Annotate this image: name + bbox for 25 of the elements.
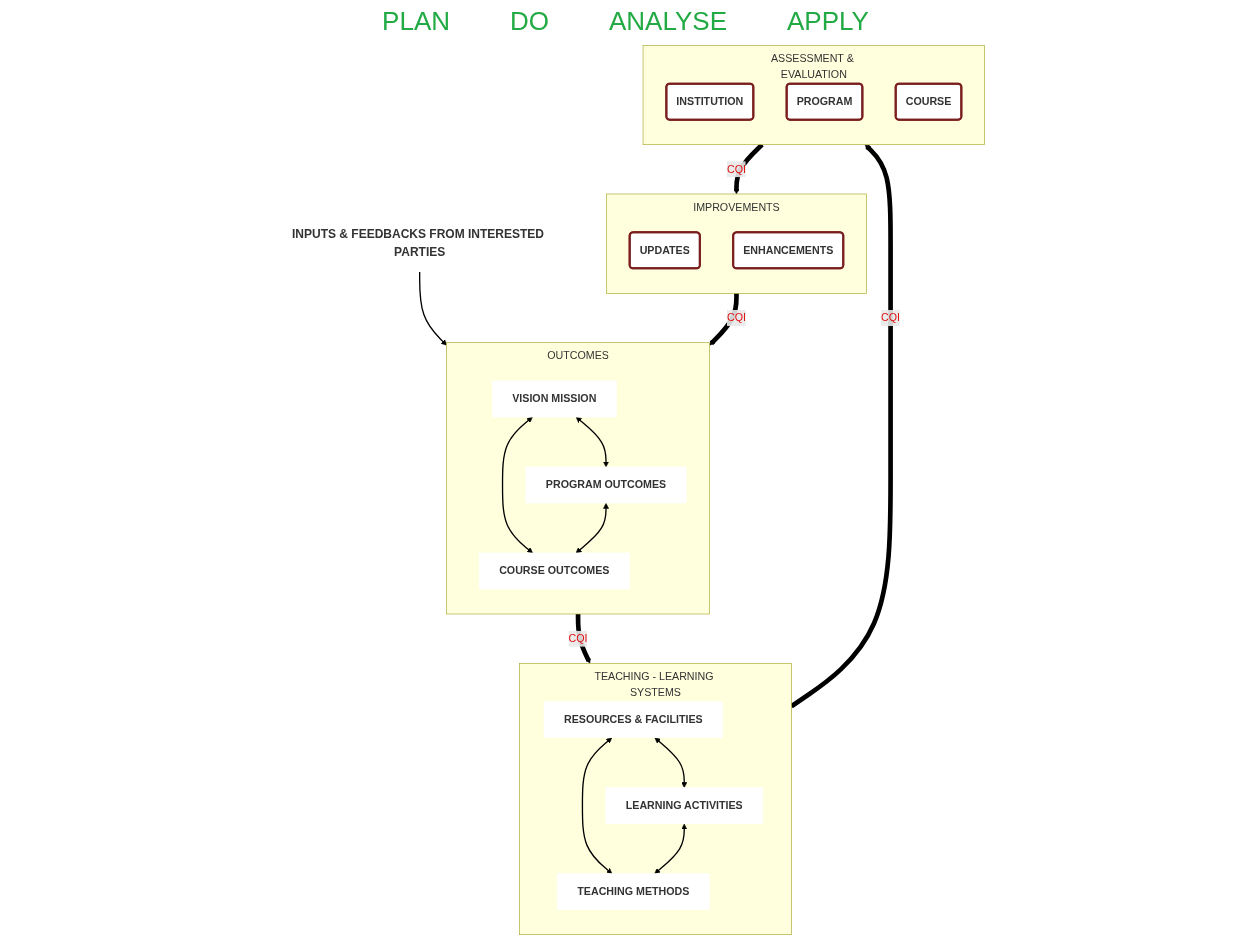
phase-label: DO [510,6,549,34]
arrow [654,823,688,874]
arrow [654,737,688,788]
node-box: LEARNING ACTIVITIES [605,787,764,824]
edge-label: CQI [726,163,746,175]
arrow [419,271,447,346]
node-box: COURSE OUTCOMES [478,552,630,590]
node-box: PROGRAM OUTCOMES [525,466,687,504]
node-text: INPUTS & FEEDBACKS FROM INTERESTED PARTIES [291,227,545,259]
phase-label: APPLY [787,6,869,34]
edge-label: CQI [568,632,588,644]
edge-label: CQI [881,312,901,324]
edge-label: CQI [726,312,746,324]
arrow [709,293,739,346]
arrow [581,737,613,874]
arrow [790,144,893,709]
arrow [501,416,533,554]
arrow [733,143,764,195]
node-box: RESOURCES & FACILITIES [543,701,723,738]
node-box: VISION MISSION [491,380,617,418]
phase-label: ANALYSE [609,6,727,34]
phase-label: PLAN [382,6,450,34]
node-box: TEACHING METHODS [557,873,710,910]
arrow [575,416,609,468]
arrow [575,503,609,554]
